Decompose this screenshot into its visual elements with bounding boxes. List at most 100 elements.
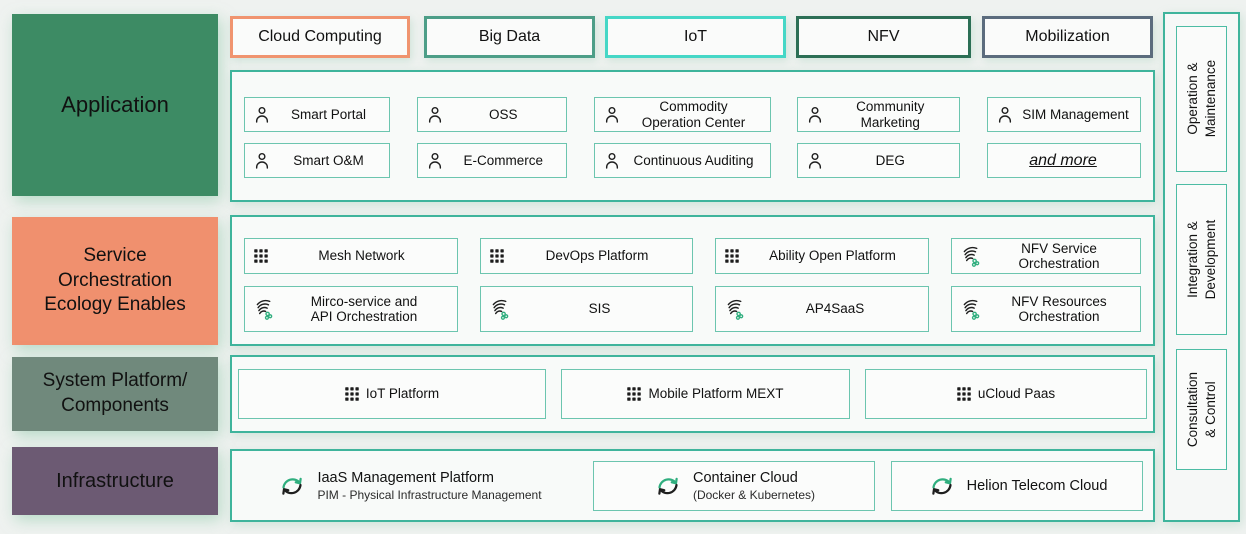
node-title: IaaS Management Platform	[317, 470, 494, 487]
user-icon	[255, 106, 269, 123]
node-label: uCloud Paas	[977, 386, 1056, 402]
node-label: NFV Resources Orchestration	[1011, 293, 1107, 324]
user-icon	[998, 106, 1012, 123]
services-grid: Mesh Network DevOps Platform Ability Ope…	[232, 217, 1153, 332]
rail-item-consultation-control: Consultation & Control	[1176, 349, 1227, 470]
layer-label: Infrastructure	[56, 470, 174, 492]
rail-item-integration-development: Integration & Development	[1176, 184, 1227, 335]
grid-icon	[725, 249, 739, 263]
category-mobilization: Mobilization	[982, 16, 1153, 58]
node-label: Mobile Platform MEXT	[648, 386, 784, 402]
section-application: Smart Portal OSS Commodity Operation Cen…	[230, 70, 1155, 202]
user-icon	[809, 152, 822, 169]
node-label: and more	[1029, 151, 1097, 169]
grid-icon	[490, 249, 504, 263]
category-label: NFV	[867, 28, 900, 45]
node-label: Ability Open Platform	[769, 248, 896, 264]
node-smart-portal: Smart Portal	[244, 97, 390, 132]
orchestration-icon	[492, 299, 509, 320]
section-system-platform: IoT Platform Mobile Platform MEXT uCloud…	[230, 355, 1155, 433]
node-text: Helion Telecom Cloud	[967, 477, 1108, 495]
node-and-more: and more	[987, 143, 1141, 178]
node-nfv-resources-orchestration: NFV Resources Orchestration	[951, 286, 1141, 332]
node-iot-platform: IoT Platform	[238, 369, 546, 419]
layer-system-platform: System Platform/ Components	[12, 357, 218, 431]
node-community-marketing: Community Marketing	[797, 97, 961, 132]
node-label: Commodity Operation Center	[641, 99, 746, 130]
node-microservice-api-orchestration: Mirco-service and API Orchestration	[244, 286, 458, 332]
node-label: OSS	[488, 106, 518, 122]
category-nfv: NFV	[796, 16, 971, 58]
rail-label: Consultation & Control	[1184, 371, 1218, 448]
node-iaas-management-platform: IaaS Management Platform PIM - Physical …	[242, 461, 577, 511]
node-sim-management: SIM Management	[987, 97, 1141, 132]
node-title: Helion Telecom Cloud	[966, 477, 1108, 494]
node-label: Smart O&M	[293, 152, 364, 168]
node-ucloud-paas: uCloud Paas	[865, 369, 1147, 419]
grid-icon	[957, 387, 971, 401]
node-label: DevOps Platform	[545, 248, 649, 264]
node-ability-open-platform: Ability Open Platform	[715, 238, 929, 274]
layer-label: Service Orchestration Ecology Enables	[44, 244, 186, 316]
node-e-commerce: E-Commerce	[416, 143, 567, 178]
node-label: SIM Management	[1022, 106, 1129, 122]
grid-icon	[254, 249, 268, 263]
category-label: Cloud Computing	[258, 28, 382, 45]
section-service-orchestration: Mesh Network DevOps Platform Ability Ope…	[230, 215, 1155, 346]
user-icon	[255, 152, 269, 169]
node-commodity-operation-center: Commodity Operation Center	[593, 97, 771, 132]
layer-service-orchestration: Service Orchestration Ecology Enables	[12, 217, 218, 345]
node-subtitle: (Docker & Kubernetes)	[692, 487, 816, 502]
node-label: Continuous Auditing	[633, 152, 754, 168]
node-smart-oandm: Smart O&M	[244, 143, 390, 178]
category-label: Big Data	[478, 28, 541, 45]
rail-label: Integration & Development	[1184, 219, 1218, 300]
node-mobile-platform-mext: Mobile Platform MEXT	[561, 369, 850, 419]
orchestration-icon	[256, 299, 273, 320]
cloud-sync-icon	[931, 477, 952, 495]
node-title: Container Cloud	[692, 470, 798, 487]
node-label: NFV Service Orchestration	[1018, 240, 1100, 271]
layer-label: System Platform/ Components	[42, 370, 188, 416]
layer-application: Application	[12, 14, 218, 196]
layer-infrastructure: Infrastructure	[12, 447, 218, 515]
cloud-sync-icon	[658, 477, 678, 495]
grid-icon	[345, 387, 359, 401]
rail-item-operation-maintenance: Operation & Maintenance	[1176, 26, 1227, 172]
node-label: IoT Platform	[365, 386, 440, 402]
grid-icon	[627, 387, 642, 401]
node-label: E-Commerce	[463, 152, 543, 168]
node-ap4saas: AP4SaaS	[715, 286, 929, 332]
category-iot: IoT	[605, 16, 786, 58]
node-label: Mesh Network	[318, 248, 405, 264]
user-icon	[428, 106, 441, 123]
right-rail: Operation & Maintenance Integration & De…	[1163, 12, 1240, 522]
node-continuous-auditing: Continuous Auditing	[593, 143, 771, 178]
user-icon	[809, 106, 822, 123]
user-icon	[605, 106, 618, 123]
node-label: Smart Portal	[290, 106, 367, 122]
node-text: IaaS Management Platform PIM - Physical …	[317, 469, 541, 502]
node-label: Community Marketing	[856, 99, 925, 130]
orchestration-icon	[727, 299, 744, 320]
node-helion-telecom-cloud: Helion Telecom Cloud	[891, 461, 1143, 511]
node-label: Mirco-service and API Orchestration	[310, 293, 418, 324]
cloud-sync-icon	[282, 477, 303, 495]
application-grid: Smart Portal OSS Commodity Operation Cen…	[232, 72, 1153, 178]
node-subtitle: PIM - Physical Infrastructure Management	[317, 487, 542, 502]
rail-label: Operation & Maintenance	[1184, 60, 1218, 138]
category-cloud-computing: Cloud Computing	[230, 16, 410, 58]
node-nfv-service-orchestration: NFV Service Orchestration	[951, 238, 1141, 274]
system-grid: IoT Platform Mobile Platform MEXT uCloud…	[232, 357, 1153, 419]
category-label: Mobilization	[1025, 28, 1110, 45]
node-oss: OSS	[416, 97, 567, 132]
infrastructure-row: IaaS Management Platform PIM - Physical …	[232, 451, 1153, 511]
orchestration-icon	[963, 299, 980, 320]
node-label: AP4SaaS	[805, 301, 865, 317]
node-sis: SIS	[480, 286, 693, 332]
category-label: IoT	[683, 28, 708, 45]
category-big-data: Big Data	[424, 16, 595, 58]
node-text: Container Cloud (Docker & Kubernetes)	[693, 469, 815, 502]
node-mesh-network: Mesh Network	[244, 238, 458, 274]
